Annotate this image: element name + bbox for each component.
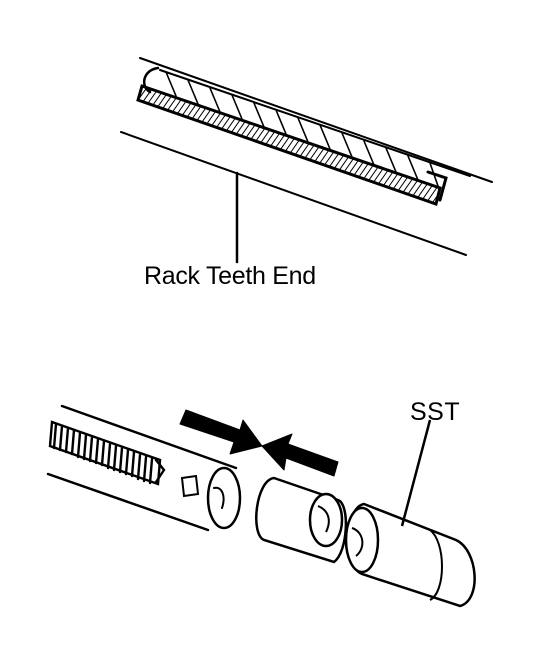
rack-bar-top bbox=[120, 57, 493, 264]
arrow-left-icon bbox=[261, 433, 339, 477]
sst-label: SST bbox=[410, 398, 461, 426]
rack-bar-bottom bbox=[46, 404, 242, 532]
sst-leader-line bbox=[400, 419, 432, 527]
arrow-right-icon bbox=[179, 409, 263, 455]
rack-teeth-bottom bbox=[48, 420, 166, 486]
push-arrows bbox=[179, 409, 339, 477]
rack-teeth bbox=[136, 69, 471, 206]
middle-collar bbox=[255, 476, 348, 564]
sst-tool bbox=[344, 419, 476, 608]
rack-teeth-end-label: Rack Teeth End bbox=[144, 262, 316, 290]
